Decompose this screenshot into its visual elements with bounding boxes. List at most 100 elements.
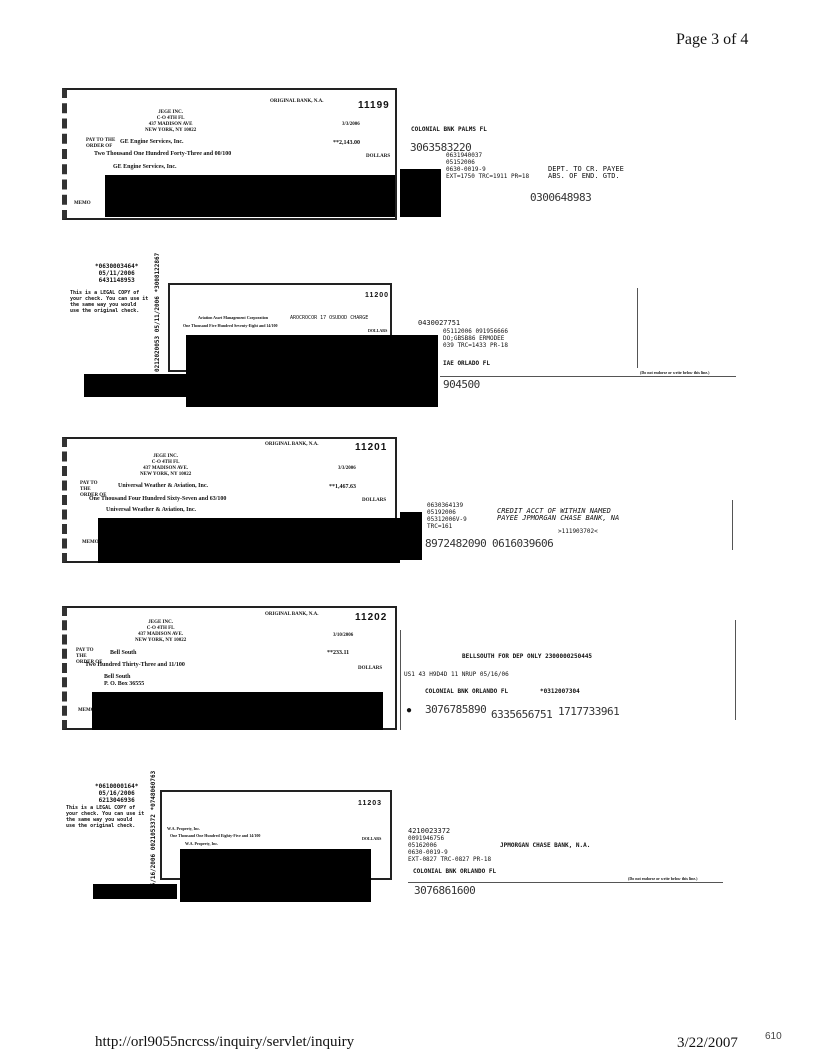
line: the same way you would	[70, 302, 137, 308]
redaction	[400, 512, 422, 560]
vertical-ids: 05/16/2006 0021053372 *0748060763	[150, 770, 157, 890]
routing-number: >111903702<	[558, 528, 598, 535]
payee: W.A. Property, Inc.	[167, 826, 201, 831]
line: ABS. OF END. GTD.	[548, 172, 620, 180]
redaction	[186, 335, 392, 407]
bank-name: ORIGINAL BANK, N.A.	[265, 612, 319, 617]
payer-line: NEW YORK, NY 10022	[135, 638, 187, 643]
amount: **1,467.63	[329, 484, 356, 490]
line: 6431148953	[98, 277, 135, 284]
pay-to-label: PAY TO THE ORDER OF	[76, 648, 103, 665]
check-number: 11200	[365, 292, 390, 299]
line: 4210023372	[408, 827, 451, 835]
back-line: 0430027751	[418, 319, 461, 327]
amount-words: Two Hundred Thirty-Three and 11/100	[85, 662, 185, 668]
line: use the original check.	[66, 823, 136, 829]
micr-number: 8972482090	[425, 537, 487, 550]
redaction	[390, 335, 438, 407]
payer-line: JEGE INC.	[148, 620, 173, 625]
vertical-ids: 0212020053 05/11/2006 *3008122867	[154, 252, 161, 372]
pay-to-label: PAY TO THE ORDER OF	[80, 481, 107, 498]
line: 0630364139	[427, 502, 464, 509]
bank-name: ORIGINAL BANK, N.A.	[270, 99, 324, 104]
amount: **2,143.00	[333, 140, 360, 146]
amount: **233.11	[327, 650, 350, 656]
line: 05192006	[427, 509, 456, 516]
endorsement: JPMORGAN CHASE BANK, N.A.	[500, 842, 591, 849]
line: 0091946756	[408, 835, 445, 842]
payer-line: C-O 4TH FL	[156, 116, 185, 121]
payee: Universal Weather & Aviation, Inc.	[118, 483, 208, 489]
line: This is a LEGAL COPY of	[66, 805, 136, 811]
amount-words: One Thousand Five Hundred Seventy-Eight …	[183, 323, 278, 328]
line: use the original check.	[70, 308, 140, 314]
micr-number: 3076785890	[425, 703, 487, 716]
line: EXT=1750 TRC=1911 PR=18	[446, 173, 530, 180]
bank-stamp: IAE ORLADO FL	[443, 360, 490, 367]
line: 05162006	[408, 842, 437, 849]
payer-line: C-O 4TH FL	[151, 460, 180, 465]
line: 05112006 091956666	[443, 328, 509, 335]
line: DEPT. TO CR. PAYEE	[548, 165, 624, 173]
micr-number: 904500	[443, 378, 480, 391]
memo-label: MEMO	[78, 708, 95, 713]
endorse-note: (Do not endorse or write below this line…	[640, 370, 710, 375]
footer-date: 3/22/2007	[677, 1035, 738, 1051]
divider	[440, 376, 736, 377]
payer-line: C-O 4TH FL	[146, 626, 175, 631]
pay-to-label: PAY TO THE ORDER OF	[86, 138, 116, 149]
dollars-label: DOLLARS	[362, 498, 387, 503]
page-indicator: Page 3 of 4	[676, 31, 749, 48]
payer-line: 437 MADISON AVE	[148, 122, 193, 127]
line: This is a LEGAL COPY of	[70, 290, 140, 296]
line: *0610000164*	[95, 783, 139, 790]
check-number: 11199	[358, 100, 390, 111]
back-line: US1 43 H9D4D 11 NRUP 05/16/06	[404, 671, 509, 678]
redaction	[400, 169, 441, 217]
check-number: 11203	[358, 800, 383, 807]
endorse-note: (Do not endorse or write below this line…	[628, 876, 698, 881]
line: 05/16/2006	[98, 790, 135, 797]
divider	[408, 882, 723, 883]
redaction	[105, 175, 395, 217]
micr-number: 1717733961	[558, 705, 620, 718]
payee: Aviation Asset Management Corporation	[198, 315, 269, 320]
endorsement: BELLSOUTH FOR DEP ONLY 2300000250445	[462, 653, 593, 660]
line: 6213046936	[98, 797, 135, 804]
line: 05/11/2006	[98, 270, 135, 277]
micr-number: 3076861600	[414, 884, 476, 897]
redaction	[93, 884, 177, 899]
bank-name: ORIGINAL BANK, N.A.	[265, 442, 319, 447]
memo-label: MEMO	[74, 201, 91, 206]
divider	[735, 620, 736, 720]
payer-line: 437 MADISON AVE.	[143, 466, 189, 471]
micr-number: 6335656751	[491, 708, 553, 721]
divider	[637, 288, 638, 368]
line: 05312006V-9	[427, 516, 467, 523]
stamp-number: 0300648983	[530, 191, 592, 204]
payer-line: NEW YORK, NY 10022	[145, 128, 197, 133]
payer-line: 437 MADISON AVE.	[138, 632, 184, 637]
bank-stamp: COLONIAL BNK PALMS FL	[411, 126, 487, 133]
footer-url: http://orl9055ncrcss/inquiry/servlet/inq…	[95, 1034, 355, 1050]
line: *0630003464*	[95, 263, 139, 270]
micr-number: 3063583220	[410, 141, 472, 154]
memo-label: MEMO	[82, 540, 99, 545]
line: your check. You can use it	[66, 811, 145, 817]
line: your check. You can use it	[70, 296, 149, 302]
overprint: AROCROCOR 17 OSUDOD CHARGE	[290, 315, 369, 321]
check-date: 3/10/2006	[333, 633, 354, 638]
line: P. O. Box 36555	[104, 681, 145, 687]
bullet: ●	[406, 705, 413, 716]
stamp-number: *0312007304	[540, 688, 580, 695]
